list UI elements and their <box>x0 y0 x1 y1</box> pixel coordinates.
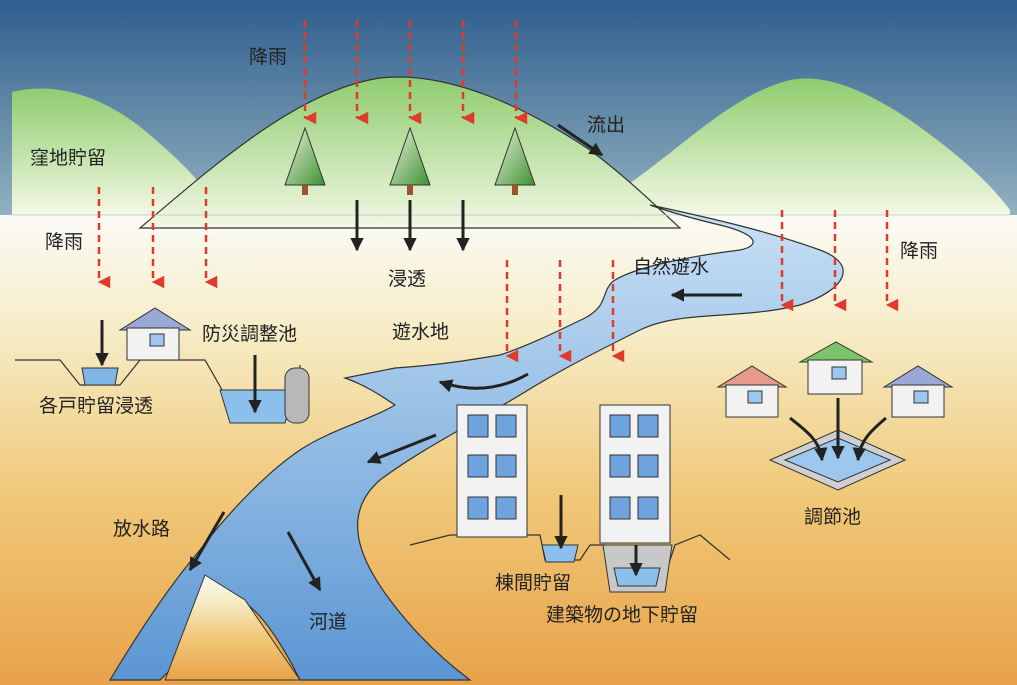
label-rain-left: 降雨 <box>45 231 84 253</box>
tree-icon <box>284 126 326 195</box>
label-underground-storage: 建築物の地下貯留 <box>546 604 699 626</box>
building-icon <box>456 404 528 538</box>
regulating-pond-tank-icon <box>219 389 296 424</box>
label-river-channel: 河道 <box>309 611 348 633</box>
label-rain-top: 降雨 <box>249 46 288 68</box>
label-retention-area: 遊水地 <box>392 321 450 343</box>
label-natural-water-retention: 自然遊水 <box>633 256 710 278</box>
left-hill <box>12 88 220 215</box>
flow-arrow-icon <box>789 416 828 462</box>
building-icon <box>599 404 671 544</box>
label-runoff: 流出 <box>587 114 626 136</box>
flow-arrow-icon <box>852 416 887 462</box>
underground-tank-icon <box>613 567 661 587</box>
right-hill <box>620 78 1010 215</box>
label-depression-storage: 窪地貯留 <box>30 147 107 169</box>
tree-icon <box>389 126 431 195</box>
house-icon <box>882 365 954 418</box>
river-fork-land <box>164 574 301 681</box>
flow-arrow-icon <box>286 531 322 592</box>
house-icon <box>716 365 788 418</box>
flow-arrow-icon <box>366 433 437 464</box>
house-icon <box>118 307 192 361</box>
flow-arrow-icon <box>557 123 604 157</box>
flow-arrow-icon <box>188 511 226 572</box>
label-regulating-pond: 調節池 <box>804 506 862 528</box>
label-rain-right: 降雨 <box>900 240 939 262</box>
label-between-buildings-storage: 棟間貯留 <box>495 572 572 594</box>
rain-arrows <box>97 20 899 363</box>
dam-wall <box>284 367 310 424</box>
house-icon <box>798 341 874 395</box>
tree-icon <box>494 126 536 195</box>
label-floodway: 放水路 <box>113 518 171 540</box>
flow-arrow-icon <box>438 372 529 393</box>
river-channel-shape <box>108 204 844 681</box>
household-tank-icon <box>81 367 119 386</box>
flow-arrows <box>95 123 887 592</box>
label-disaster-regulating-pond: 防災調整池 <box>202 323 298 345</box>
label-infiltration: 浸透 <box>388 268 427 290</box>
label-household-infiltration: 各戸貯留浸透 <box>39 395 154 417</box>
